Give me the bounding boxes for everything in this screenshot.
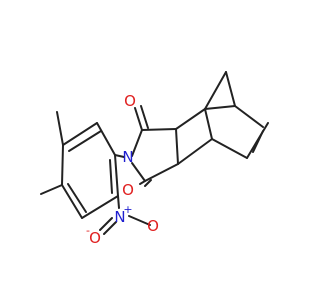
bond: [144, 163, 179, 182]
bond: [40, 184, 63, 195]
bond: [131, 162, 146, 182]
nitro-oxygen-right-label: O: [147, 217, 159, 235]
bond: [131, 129, 143, 157]
bond: [62, 122, 98, 146]
imide-oxygen-top-label: O: [124, 92, 136, 110]
bond: [177, 138, 213, 165]
bond: [175, 108, 206, 130]
bond: [117, 195, 120, 209]
bond: [128, 215, 151, 226]
molecule-structure: N O O N + O O -: [40, 71, 269, 247]
bond: [81, 195, 119, 219]
bond: [225, 71, 236, 107]
bond: [204, 108, 213, 140]
bond: [252, 130, 264, 153]
bond: [56, 111, 64, 146]
bond: [139, 180, 146, 185]
bond: [68, 130, 102, 152]
bond: [144, 179, 152, 187]
nitro-oxygen-left-label: O: [89, 229, 101, 247]
bond: [234, 105, 264, 128]
bond: [175, 128, 179, 165]
bond: [96, 122, 116, 156]
bond-lines: [40, 71, 269, 235]
bond: [140, 105, 149, 129]
bond: [61, 184, 83, 219]
nitro-nitrogen-label: N: [114, 208, 125, 226]
imide-oxygen-bottom-label: O: [122, 181, 134, 199]
bond: [211, 138, 248, 159]
bond: [114, 154, 119, 197]
bond: [141, 128, 177, 131]
bond: [204, 105, 236, 110]
bond: [109, 159, 113, 194]
nitro-nitrogen-charge: +: [123, 203, 132, 216]
bond: [99, 217, 113, 231]
bond: [114, 154, 125, 158]
bond: [134, 107, 143, 131]
nitro-oxygen-left-charge: -: [86, 224, 90, 237]
bond: [103, 221, 117, 235]
bond: [204, 71, 227, 110]
bond: [67, 183, 87, 213]
imide-nitrogen-label: N: [122, 148, 133, 166]
bond: [61, 144, 64, 186]
